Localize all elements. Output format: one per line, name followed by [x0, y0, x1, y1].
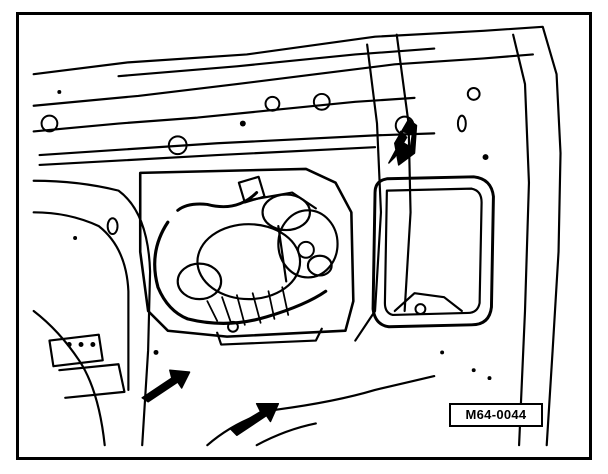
- left-cutout-inner: [32, 211, 130, 391]
- opening-lower-bracket: [393, 292, 463, 313]
- mounting-hole: [414, 303, 427, 315]
- slot-hole: [456, 114, 467, 133]
- mounting-hole: [466, 87, 481, 101]
- rivet: [66, 342, 72, 347]
- motor-bracket-top: [245, 191, 317, 210]
- regulator-track-edge: [38, 146, 377, 167]
- rivet: [239, 120, 246, 127]
- slot-hole: [106, 217, 119, 236]
- access-opening-right: [371, 175, 495, 329]
- left-cutout-curve: [32, 309, 106, 447]
- rivet: [487, 376, 492, 381]
- motor-small-cap: [306, 254, 333, 277]
- mounting-hole: [297, 240, 315, 259]
- door-panel-inner-edge: [512, 33, 531, 447]
- mounting-hole: [227, 320, 239, 333]
- rivet: [440, 350, 445, 355]
- mounting-hole: [40, 114, 59, 133]
- rivet: [90, 342, 96, 347]
- bottom-curve: [206, 375, 436, 447]
- rivet: [482, 154, 489, 161]
- right-reinforcement: [354, 43, 383, 342]
- lower-trim: [216, 327, 323, 346]
- mounting-hole: [264, 95, 281, 112]
- rivet: [57, 89, 62, 94]
- wiring-connector: [237, 175, 266, 204]
- arrow-lower-center-bolt: [230, 402, 280, 437]
- rivet: [471, 368, 476, 373]
- arrow-lower-left-bolt: [141, 369, 191, 403]
- rivet: [73, 236, 78, 240]
- upper-rail-flange: [117, 47, 436, 78]
- mounting-hole: [312, 92, 331, 111]
- motor-body: [196, 223, 302, 301]
- upper-rail: [32, 53, 534, 107]
- lower-left-bracket-lip: [58, 363, 126, 399]
- motor-drum: [176, 262, 223, 301]
- technical-illustration: M64-0044: [16, 12, 592, 460]
- wiring-harness: [153, 220, 328, 325]
- motor-joint: [277, 225, 288, 283]
- motor-bay-outline: [138, 167, 355, 338]
- motor-endcap: [277, 209, 339, 279]
- access-opening-right-inner: [383, 187, 483, 317]
- cable-bundle: [206, 286, 290, 326]
- figure-reference-code: M64-0044: [449, 403, 543, 427]
- rivet: [78, 342, 84, 347]
- lower-left-bracket: [48, 333, 104, 368]
- door-panel-drawing: [32, 25, 562, 447]
- left-cutout: [32, 179, 152, 447]
- door-panel-outline: [32, 25, 562, 447]
- right-reinforcement-edge: [395, 33, 412, 313]
- arrow-upper-right-bolt: [388, 118, 418, 166]
- mounting-hole: [167, 135, 188, 156]
- upper-rail-lower-edge: [32, 96, 416, 133]
- rivet: [153, 349, 159, 355]
- regulator-track: [38, 132, 436, 157]
- bottom-curve-inner: [255, 422, 317, 447]
